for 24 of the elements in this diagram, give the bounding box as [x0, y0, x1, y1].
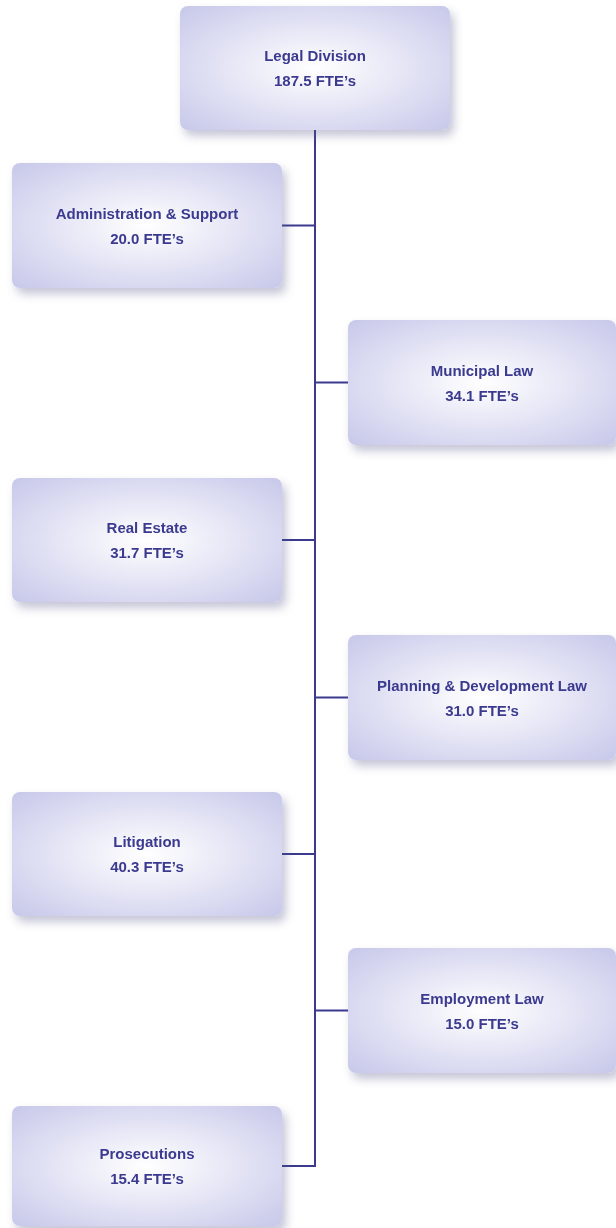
- unit-name: Administration & Support: [55, 203, 239, 224]
- fte-count: 31.0 FTE’s: [445, 700, 519, 721]
- unit-name: Litigation: [113, 832, 181, 852]
- unit-name: Legal Division: [264, 46, 366, 66]
- unit-name: Municipal Law: [430, 360, 534, 381]
- unit-name: Prosecutions: [99, 1144, 195, 1164]
- fte-count: 34.1 FTE’s: [445, 385, 519, 406]
- fte-count: 40.3 FTE’s: [110, 857, 184, 877]
- org-box: [12, 163, 282, 288]
- fte-count: 31.7 FTE’s: [110, 543, 184, 563]
- org-box: [12, 478, 282, 602]
- fte-count: 20.0 FTE’s: [110, 228, 184, 249]
- unit-name: Employment Law: [420, 988, 544, 1009]
- fte-count: 15.4 FTE’s: [110, 1169, 184, 1189]
- org-box: [348, 948, 616, 1073]
- org-box: [348, 635, 616, 760]
- org-box: [12, 792, 282, 916]
- fte-count: 187.5 FTE’s: [274, 71, 356, 91]
- fte-count: 15.0 FTE’s: [445, 1013, 519, 1034]
- unit-name: Real Estate: [106, 518, 188, 538]
- org-box: [348, 320, 616, 445]
- org-box: [180, 6, 450, 130]
- org-box: [12, 1106, 282, 1226]
- unit-name: Planning & Development Law: [377, 675, 587, 696]
